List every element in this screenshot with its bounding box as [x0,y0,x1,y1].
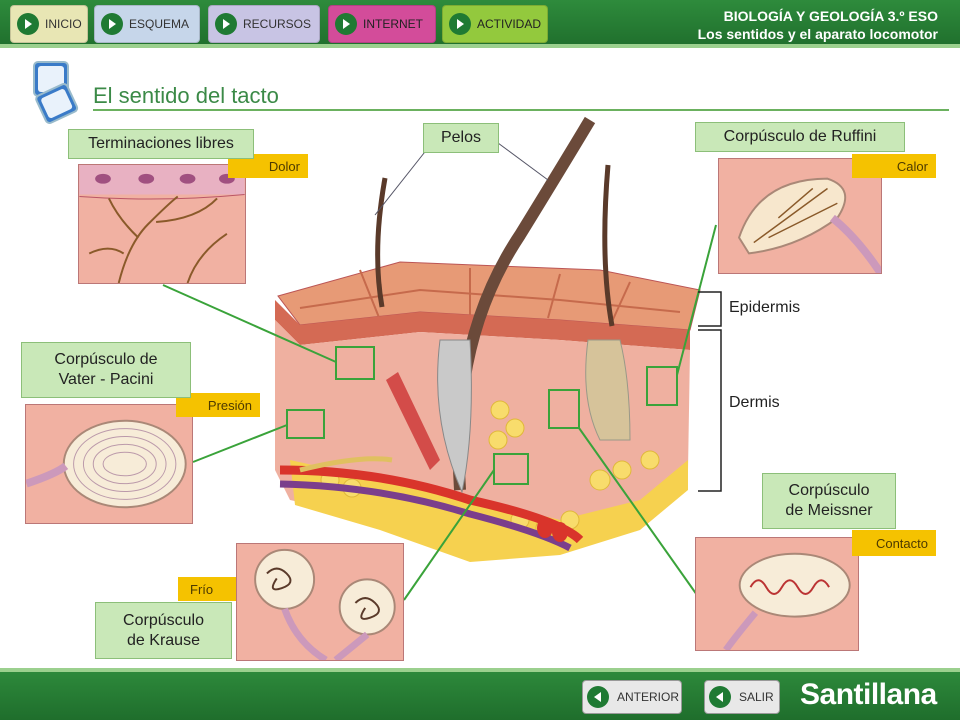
terminaciones-libres-label: Terminaciones libres [68,129,254,159]
epidermis-label: Epidermis [729,299,801,316]
nav-esquema-button[interactable]: ESQUEMA [94,5,200,43]
nav-recursos-button[interactable]: RECURSOS [208,5,320,43]
anterior-label: ANTERIOR [617,690,680,704]
back-arrow-icon [587,686,609,708]
course-unit: Los sentidos y el aparato locomotor [697,26,938,42]
salir-button[interactable]: SALIR [704,680,780,714]
bottom-bar-stripe [0,668,960,672]
title-divider [93,109,949,111]
ruffini-label: Corpúsculo de Ruffini [695,122,905,152]
nav-recursos-label: RECURSOS [243,17,312,31]
nav-internet-button[interactable]: INTERNET [328,5,436,43]
dolor-tag: Dolor [228,154,308,178]
unit-squares-icon [33,61,79,124]
nav-actividad-label: ACTIVIDAD [477,17,542,31]
terminaciones-libres-text: Terminaciones libres [88,135,234,152]
bottom-bar [0,668,960,720]
meissner-corpuscle-panel [695,537,859,651]
nav-actividad-button[interactable]: ACTIVIDAD [442,5,548,43]
play-arrow-icon [215,13,237,35]
frio-text: Frío [190,581,214,597]
frio-tag: Frío [178,577,236,601]
dermis-label: Dermis [729,394,780,411]
pelos-label: Pelos [423,123,499,153]
page-title: El sentido del tacto [93,83,279,108]
nav-internet-label: INTERNET [363,17,423,31]
contacto-text: Contacto [875,535,928,551]
play-arrow-icon [449,13,471,35]
presion-text: Presión [207,397,252,413]
calor-tag: Calor [852,154,936,178]
nav-esquema-label: ESQUEMA [129,17,190,31]
back-arrow-icon [709,686,731,708]
pacini-text-line1: Corpúsculo de [54,351,158,368]
krause-label: Corpúsculo de Krause [95,602,232,659]
nav-inicio-button[interactable]: INICIO [10,5,88,43]
anterior-button[interactable]: ANTERIOR [582,680,682,714]
free-nerve-endings-panel [78,164,246,284]
course-subject: BIOLOGÍA Y GEOLOGÍA 3.º ESO [723,8,938,24]
dolor-text: Dolor [268,158,300,174]
contacto-tag: Contacto [852,530,936,556]
presion-tag: Presión [176,393,260,417]
pelos-text: Pelos [440,129,482,146]
meissner-text-line1: Corpúsculo [788,482,870,499]
santillana-logo: Santillana [800,678,937,711]
nav-inicio-label: INICIO [45,17,82,31]
krause-corpuscle-panel [236,543,404,661]
ruffini-text: Corpúsculo de Ruffini [723,128,877,145]
pacini-text-line2: Vater - Pacini [58,371,154,388]
meissner-text-line2: de Meissner [785,502,873,519]
krause-text-line1: Corpúsculo [123,611,204,629]
calor-text: Calor [896,158,928,174]
top-bar-stripe [0,44,960,48]
meissner-label: Corpúsculo de Meissner [762,473,896,529]
krause-text-line2: de Krause [127,631,200,649]
pacini-corpuscle-panel [25,404,193,524]
pacini-label: Corpúsculo de Vater - Pacini [21,342,191,398]
course-title: BIOLOGÍA Y GEOLOGÍA 3.º ESO Los sentidos… [698,7,938,43]
play-arrow-icon [335,13,357,35]
play-arrow-icon [17,13,39,35]
salir-label: SALIR [739,690,774,704]
play-arrow-icon [101,13,123,35]
